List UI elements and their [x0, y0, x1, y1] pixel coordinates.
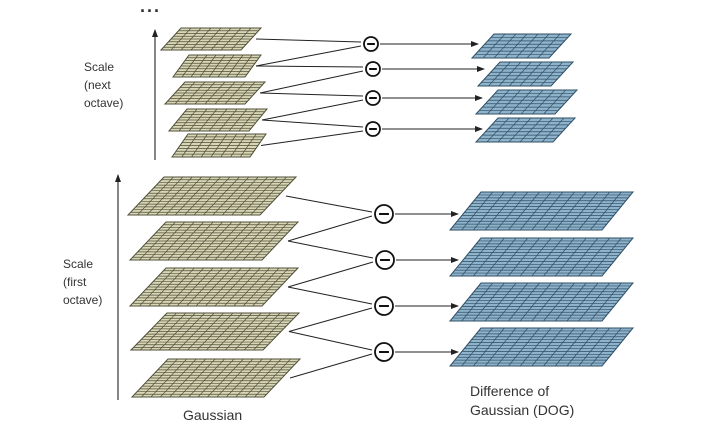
subtract-input-line — [289, 353, 373, 379]
gaussian-image-first-1 — [126, 176, 298, 216]
dog-label: Difference of Gaussian (DOG) — [470, 383, 574, 418]
subtract-operator-next-1 — [363, 36, 379, 52]
scale-next-line-3: octave) — [84, 96, 123, 110]
subtract-input-line — [285, 195, 373, 213]
scale-first-line-3: octave) — [63, 293, 102, 307]
dog-image-first-3 — [448, 282, 635, 322]
gaussian-image-first-2 — [128, 221, 300, 261]
subtract-operator-first-1 — [374, 204, 394, 224]
gaussian-image-next-4 — [167, 108, 269, 132]
gaussian-image-first-5 — [130, 358, 302, 398]
subtract-input-line — [287, 261, 374, 288]
subtract-input-line — [261, 99, 364, 121]
gaussian-image-first-4 — [129, 312, 301, 351]
subtract-input-line — [288, 307, 373, 332]
gaussian-image-next-2 — [172, 54, 262, 78]
dog-label-line-1: Difference of — [470, 383, 549, 399]
subtract-input-line — [288, 331, 373, 351]
dog-image-next-2 — [476, 61, 575, 87]
dog-image-next-4 — [474, 117, 577, 143]
subtract-input-line — [287, 240, 374, 259]
subtract-input-line — [255, 65, 364, 68]
subtract-input-line — [259, 92, 364, 97]
scale-next-octave-label: Scale (next octave) — [84, 60, 123, 110]
subtract-input-line — [255, 38, 362, 43]
scale-next-line-1: Scale — [84, 60, 114, 74]
dog-label-line-2: Gaussian (DOG) — [470, 402, 574, 418]
subtract-input-line — [287, 286, 373, 305]
gaussian-image-first-3 — [128, 267, 300, 307]
gaussian-image-next-5 — [171, 133, 267, 158]
dog-image-first-4 — [448, 327, 635, 367]
subtract-input-line — [287, 215, 373, 242]
subtract-input-line — [261, 119, 364, 128]
gaussian-image-next-3 — [163, 81, 267, 105]
scale-first-octave-label: Scale (first octave) — [63, 257, 102, 307]
dog-image-first-2 — [448, 237, 635, 277]
dog-image-next-3 — [474, 89, 579, 115]
scale-next-line-2: (next — [84, 78, 111, 92]
subtract-input-line — [260, 130, 364, 146]
subtract-operator-first-2 — [375, 250, 395, 270]
subtract-operator-next-2 — [365, 61, 381, 77]
gaussian-label: Gaussian — [183, 407, 242, 423]
shape-layer — [115, 27, 635, 400]
subtract-operator-next-3 — [365, 90, 381, 106]
gaussian-image-next-1 — [159, 27, 263, 51]
scale-first-line-2: (first — [63, 275, 87, 289]
subtract-operator-first-4 — [374, 342, 394, 362]
dog-image-next-1 — [470, 33, 573, 59]
scale-first-line-1: Scale — [63, 257, 93, 271]
subtract-operator-first-3 — [374, 296, 394, 316]
subtract-input-line — [259, 70, 364, 94]
dog-image-first-1 — [448, 191, 635, 231]
subtract-input-line — [255, 45, 362, 67]
top-ellipsis: ... — [140, 0, 161, 16]
subtract-operator-next-4 — [365, 121, 381, 137]
